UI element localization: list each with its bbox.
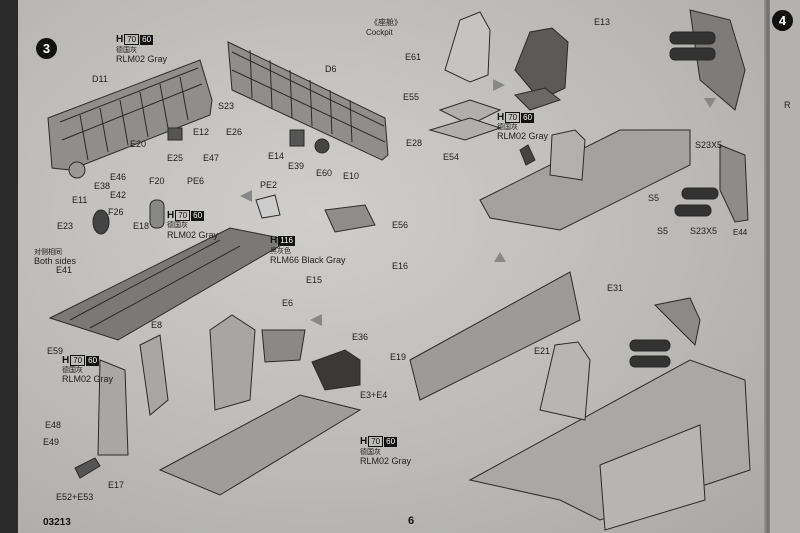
kit-code: 03213 [43,517,71,528]
part-label: E25 [167,153,184,163]
seat-e61 [428,11,502,141]
paint-2-cn: 德国灰 [167,222,188,229]
paint-6-en: RLM02 Gray [497,131,549,141]
paint-6-cn: 德国灰 [497,124,518,131]
part-label: E48 [45,420,62,430]
part-label: E23 [57,221,74,231]
paint-3-cn: 黑灰色 [270,248,291,255]
part-label: S23 [218,101,235,111]
part-label: E28 [406,138,423,148]
paint-3-en: RLM66 Black Gray [270,255,346,265]
part-label: E31 [607,283,624,293]
part-label: E59 [47,346,64,356]
page-number: 6 [408,515,415,527]
part-label: E55 [403,92,420,102]
part-label: E26 [226,127,243,137]
paint-5-cn: 德国灰 [360,449,381,456]
part-label: E14 [268,151,285,161]
next-page-edge [770,0,800,533]
seat-painted [514,27,569,111]
part-label: E49 [43,437,60,447]
cockpit-title-en: Cockpit [366,28,393,37]
page-fold [764,0,772,533]
part-label: E52+E53 [56,492,94,502]
part-label: E46 [110,172,127,182]
part-label: E54 [443,152,460,162]
paint-4-en: RLM02 Gray [62,374,114,384]
paint-2-en: RLM02 Gray [167,230,219,240]
paint-1-cn: 德国灰 [116,47,137,54]
part-label: E11 [72,195,88,205]
paint-4-cn: 德国灰 [62,367,83,374]
part-label: E61 [405,52,422,62]
both-sides-en: Both sides [34,256,77,266]
paint-1-en: RLM02 Gray [116,54,168,64]
part-label: F20 [149,176,165,186]
part-label: E13 [594,17,611,27]
part-label: E47 [203,153,220,163]
cockpit-floor-left [48,227,292,341]
cockpit-side-wall-left [47,59,213,171]
next-page-letter: R [784,100,791,110]
cockpit-assembly-top [479,9,749,231]
part-label: S23X5 [695,140,723,150]
cockpit-floor-lower [158,314,362,496]
small-parts [68,127,536,479]
part-label: E41 [56,265,73,275]
part-label: D6 [325,64,337,74]
part-label: E20 [130,139,147,149]
part-label: E12 [193,127,210,137]
part-label: D11 [92,74,108,84]
part-label: E44 [733,228,748,237]
part-label: E60 [316,168,333,178]
part-label: E38 [94,181,111,191]
cockpit-side-wall-right [227,41,389,161]
part-label: E3+E4 [360,390,388,400]
cockpit-assembly-bottom [409,271,751,531]
both-sides-cn: 对侧相同 [34,249,62,256]
part-label: E56 [392,220,409,230]
part-label: E10 [343,171,360,181]
part-label: S5 [657,226,669,236]
part-label: E18 [133,221,150,231]
part-label: F26 [108,207,124,217]
part-label: PE2 [260,180,278,190]
direction-arrows [240,79,716,326]
part-label: E15 [306,275,323,285]
paint-5-en: RLM02 Gray [360,456,412,466]
machine-guns-top [669,31,719,217]
part-label: E17 [108,480,125,490]
part-label: E16 [392,261,409,271]
part-label: S23X5 [690,226,718,236]
part-label: E8 [151,320,163,330]
part-label: S5 [648,193,660,203]
instrument-panel [97,334,169,456]
part-label: PE6 [187,176,205,186]
part-label: E19 [390,352,407,362]
step-number-4: 4 [772,10,793,31]
part-label: E39 [288,161,305,171]
part-label: E21 [534,346,551,356]
part-label: E42 [110,190,127,200]
cockpit-title-cn: 《座舱》 [370,18,402,27]
step-number-3: 3 [36,38,57,59]
part-label: E6 [282,298,294,308]
part-label: E36 [352,332,369,342]
